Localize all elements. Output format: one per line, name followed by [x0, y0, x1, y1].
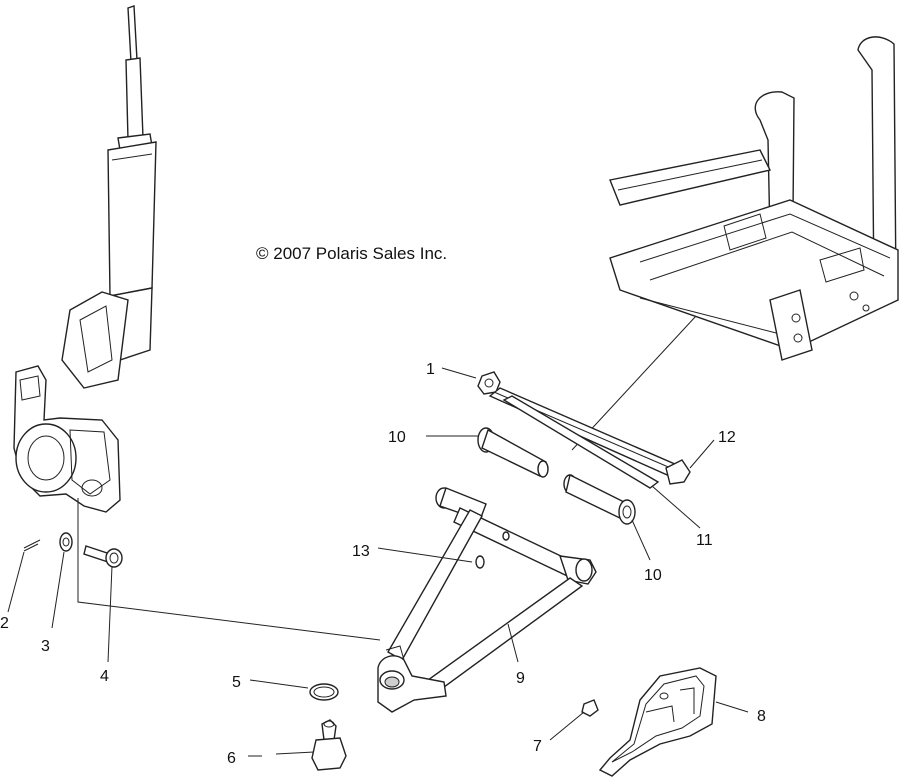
part-10-bushing-upper	[477, 427, 549, 478]
leader-3	[51, 551, 65, 629]
leader-6	[248, 751, 315, 757]
part-5-retaining-ring	[309, 683, 339, 701]
leader-10-lower	[631, 519, 651, 561]
leader-7	[549, 711, 585, 741]
callout-10-lower: 10	[644, 567, 662, 584]
leader-9	[507, 623, 519, 663]
part-9-a-arm	[377, 487, 597, 713]
leader-1	[441, 367, 477, 379]
part-7-bolt	[581, 699, 599, 717]
part-6-ball-joint	[311, 719, 347, 771]
leader-5	[249, 679, 309, 689]
leader-4	[107, 565, 113, 663]
part-8-guard-plate	[598, 667, 717, 777]
callout-1: 1	[426, 361, 435, 378]
part-12-pivot-shaft	[488, 387, 691, 485]
callout-4: 4	[100, 668, 109, 685]
callout-13: 13	[352, 543, 370, 560]
callout-9: 9	[516, 670, 525, 687]
callout-7: 7	[533, 738, 542, 755]
frame-section	[609, 36, 899, 361]
copyright-text: © 2007 Polaris Sales Inc.	[256, 244, 447, 263]
callout-3: 3	[41, 638, 50, 655]
part-3-washer	[59, 532, 73, 552]
callout-8: 8	[757, 708, 766, 725]
leader-2	[7, 551, 25, 613]
spindle-to-arm-line	[77, 498, 381, 641]
leader-11	[651, 485, 701, 529]
shock-and-spindle-assembly	[13, 5, 157, 513]
callout-2: 2	[0, 615, 9, 632]
part-4-bolt	[83, 545, 123, 568]
part-11-rod	[502, 395, 660, 489]
callout-11: 11	[696, 532, 713, 549]
callout-6: 6	[227, 750, 236, 767]
callout-10-upper: 10	[388, 429, 406, 446]
part-2-cotter-pin	[23, 539, 41, 552]
part-10-bushing-lower	[563, 473, 636, 525]
leader-8	[715, 701, 749, 713]
callout-12: 12	[718, 429, 736, 446]
callout-5: 5	[232, 674, 241, 691]
leader-12	[689, 439, 715, 469]
leader-13	[377, 547, 473, 563]
